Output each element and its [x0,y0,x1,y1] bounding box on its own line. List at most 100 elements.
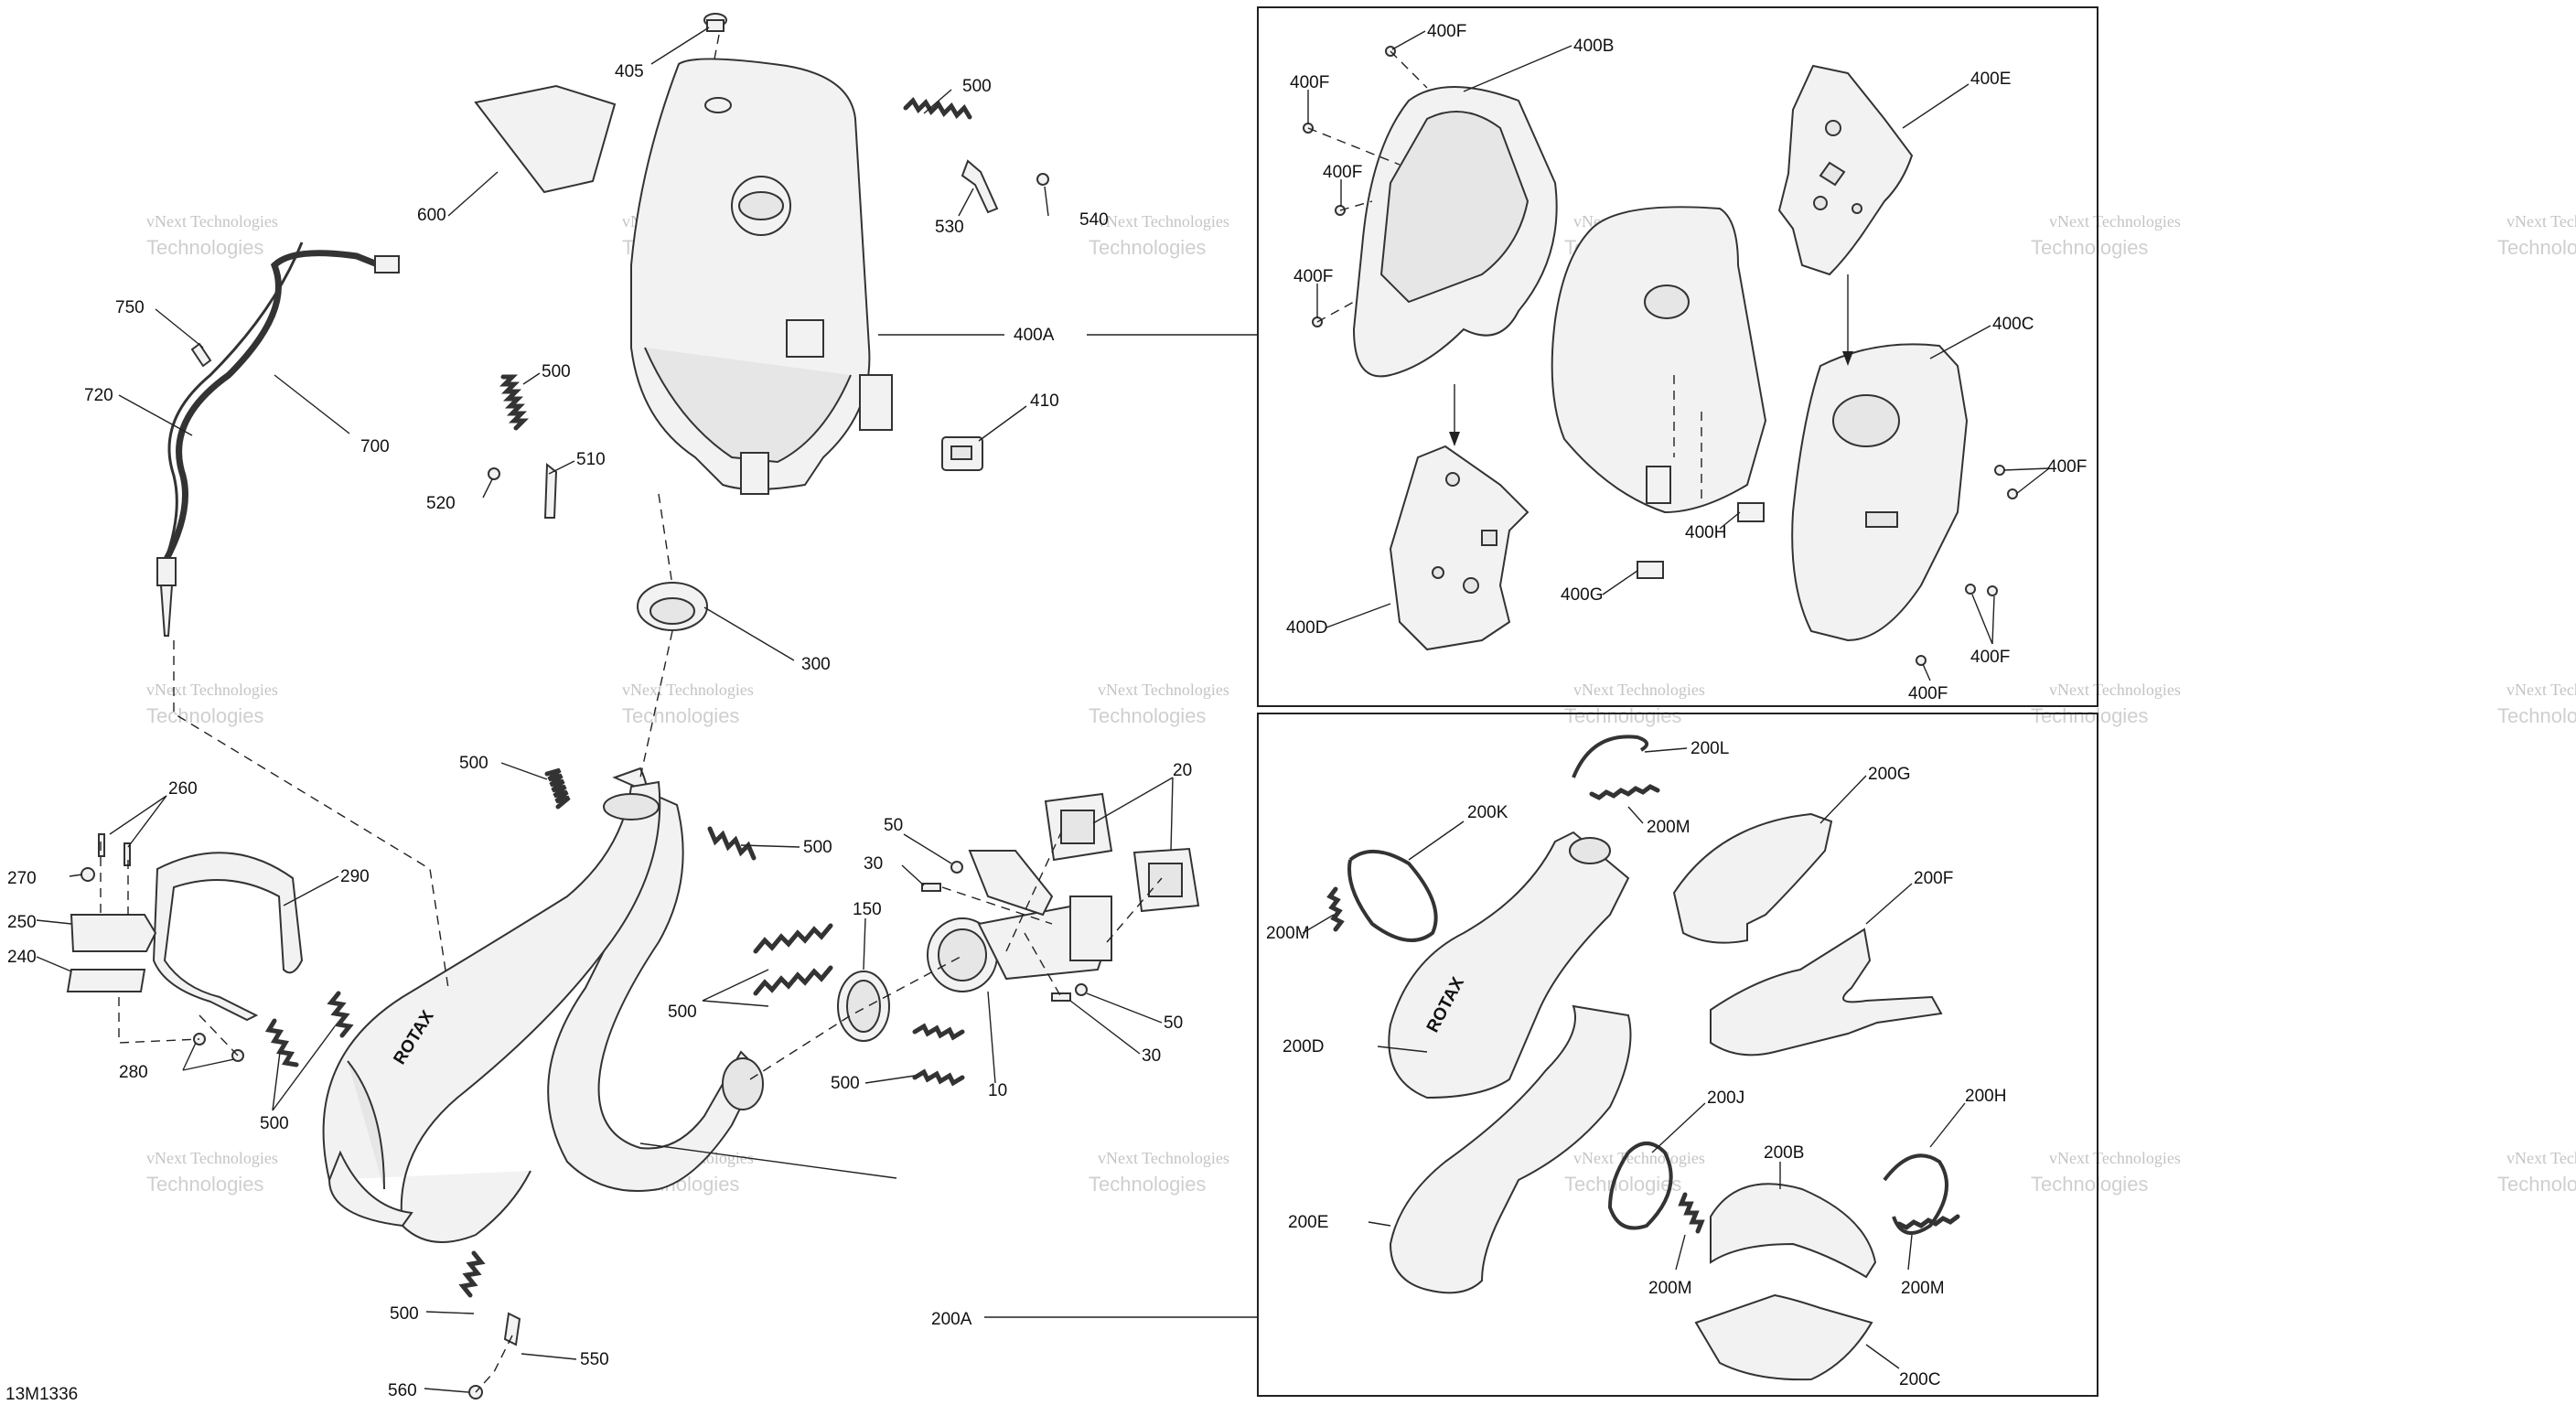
callout-label: 200B [1764,1143,1804,1163]
watermark: vNext Technologies [1573,681,1705,699]
gasket-150-part [837,971,890,1042]
spring-500-part [499,374,530,431]
callout-label: 200G [1868,765,1910,784]
callout-label: 400H [1685,523,1726,542]
callout-label: 500 [962,77,992,96]
callout-label: 200K [1467,803,1508,822]
callout-label: 240 [7,948,37,967]
spring-500-part [544,767,571,810]
spring-500-part [912,1023,965,1041]
callout-label: 200L [1690,739,1729,758]
callout-label: 200H [1965,1087,2006,1106]
watermark: Technologies [146,1173,263,1196]
callout-label: 200M [1648,1279,1692,1298]
clamp-200L-part [1572,735,1648,778]
callouts-main: 405 600 500 530 540 750 720 700 500 510 … [7,62,1192,1400]
watermark: vNext Technologies [1098,1149,1229,1167]
assembly-line [1005,831,1163,952]
callout-label: 290 [340,867,370,886]
heat-shield-400E-part [1777,64,1914,276]
callout-label: 20 [1173,761,1192,780]
callout-label: 500 [260,1114,289,1133]
strap-290-part [152,852,304,1022]
bracket-530-part [961,159,999,214]
callout-label: 405 [615,62,644,81]
washer-50-part [950,861,963,874]
callout-label: 540 [1079,210,1109,230]
callout-label: 400F [1970,648,2010,667]
pipe-detail-box [1257,713,2098,1397]
callouts-pipe-detail: 200L 200M 200K 200G 200M 200F 200D 200J … [1266,739,2006,1389]
exhaust-pipe-200A-part: ROTAX [322,767,764,1243]
muffler-body-detail-part [1551,206,1767,514]
spring-500-part [912,1068,965,1087]
callout-label: 400F [1323,163,1362,182]
bolt-30-part [921,883,941,892]
watermark: vNext Technologies [2049,212,2181,231]
pipe-section-200E-part [1389,1004,1632,1294]
watermark: vNext Technologies [1098,212,1229,231]
pipe-section-200B-part [1710,1183,1877,1279]
watermark: vNext Technologies [2506,681,2576,699]
leader-lines [1307,30,2050,681]
pipe-section-200D-part: ROTAX [1388,831,1630,1099]
assembly-line [1024,932,1062,998]
callout-label: 400B [1573,37,1614,56]
callout-label: 200A [931,1310,972,1329]
washer-270-part [80,867,95,882]
watermark: Technologies [2497,704,2576,727]
callout-label: 400A [1014,326,1055,345]
heat-shield-400C-part [1791,343,1969,642]
callout-label: 400E [1970,70,2011,89]
callout-label: 280 [119,1063,148,1082]
callout-label: 510 [576,450,606,469]
callouts-muffler-detail: 400F 400B 400F 400E 400F 400F 400C 400F … [1286,22,2087,703]
callout-label: 500 [803,838,832,857]
assembly-line [639,630,673,778]
callout-label: 200M [1647,818,1690,837]
assembly-line [100,842,239,1056]
nut-520-part [488,467,500,480]
bracket-240-part [66,969,146,992]
watermark: vNext Technologies [1573,1149,1705,1167]
callout-label: 50 [884,816,903,835]
callout-label: 400F [1290,73,1329,92]
callout-label: 400C [1992,315,2034,334]
watermark: Technologies [1089,704,1206,727]
callout-label: 530 [935,218,964,237]
assembly-line [941,886,1053,925]
sensor-tube-720-part [163,241,304,563]
spring-500-part [458,1250,486,1298]
pin-750-part [190,342,212,368]
spring-200M-part [1326,886,1345,932]
watermark: Technologies [1089,236,1206,259]
muffler-400A-part [630,58,893,495]
sensor-plug-part [374,255,400,273]
callout-label: 200M [1901,1279,1945,1298]
watermark: Technologies [2031,236,2148,259]
callout-label: 10 [988,1081,1007,1100]
watermark: Technologies [622,704,739,727]
assembly-line [713,34,720,65]
callout-label: 400F [1293,267,1333,286]
spring-500-part [327,991,354,1038]
watermark: Technologies [1564,704,1681,727]
callout-label: 50 [1164,1014,1183,1033]
spring-500-part [753,923,833,954]
assembly-line [173,640,449,989]
callout-label: 200D [1283,1037,1324,1056]
bolt-260-part [98,833,105,857]
gasket-20-part [1044,792,1200,913]
callout-label: 500 [831,1074,860,1093]
leader-lines [1302,747,1966,1369]
watermark: Technologies [1089,1173,1206,1196]
callout-label: 400G [1561,585,1603,605]
clamp-200H-part [1883,1153,1948,1235]
watermark: vNext Technologies [2506,212,2576,231]
callout-label: 600 [417,206,446,225]
clip-400H-part [1737,502,1765,522]
callout-label: 200E [1288,1213,1328,1232]
watermark: vNext Technologies [146,1149,278,1167]
manifold-10-part [927,850,1112,992]
